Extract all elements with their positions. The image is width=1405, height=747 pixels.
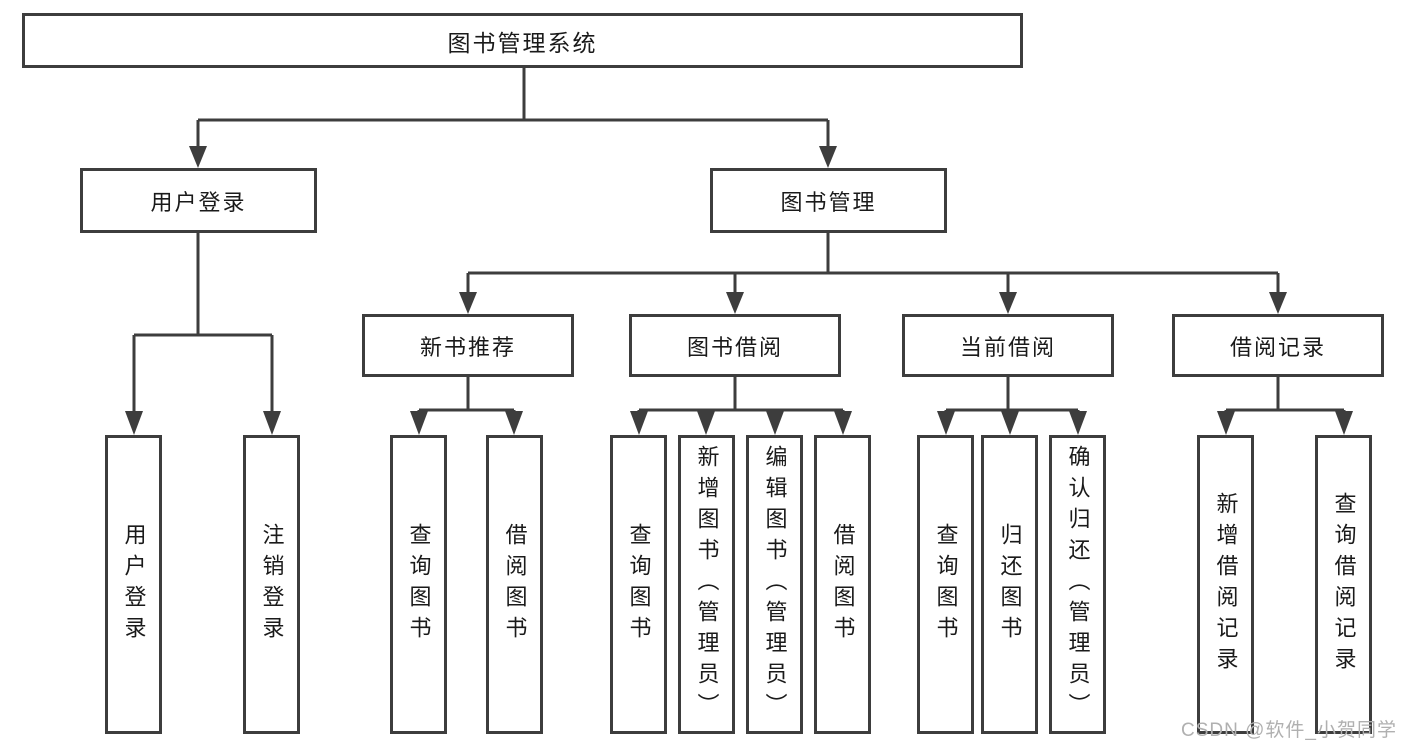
leaf-label: 查询图书 xyxy=(406,522,432,647)
node-library-management-system: 图书管理系统 xyxy=(22,13,1023,68)
leaf-label: 借阅图书 xyxy=(502,522,528,647)
leaf-user-login: 用户登录 xyxy=(105,435,162,734)
leaf-label: 编辑图书（管理员） xyxy=(762,445,788,724)
leaf-add-books-admin: 新增图书（管理员） xyxy=(678,435,735,734)
leaf-label: 注销登录 xyxy=(259,522,285,647)
leaf-add-borrow-record: 新增借阅记录 xyxy=(1197,435,1254,734)
node-label: 新书推荐 xyxy=(419,334,516,360)
node-label: 当前借阅 xyxy=(959,334,1056,360)
leaf-label: 查询图书 xyxy=(933,522,959,647)
leaf-borrow-books: 借阅图书 xyxy=(814,435,871,734)
leaf-label: 查询借阅记录 xyxy=(1331,491,1357,678)
node-current-borrowing: 当前借阅 xyxy=(902,314,1114,377)
node-label: 图书管理 xyxy=(780,189,877,215)
leaf-query-books: 查询图书 xyxy=(917,435,974,734)
leaf-query-books: 查询图书 xyxy=(390,435,447,734)
leaf-label: 确认归还（管理员） xyxy=(1065,445,1091,724)
csdn-watermark: CSDN @软件_小贺同学 xyxy=(1181,720,1397,741)
leaf-label: 借阅图书 xyxy=(830,522,856,647)
node-label: 用户登录 xyxy=(150,189,247,215)
node-user-login: 用户登录 xyxy=(80,168,317,233)
node-book-management: 图书管理 xyxy=(710,168,947,233)
leaf-edit-books-admin: 编辑图书（管理员） xyxy=(746,435,803,734)
arrow-heads xyxy=(125,146,1353,435)
node-label: 借阅记录 xyxy=(1229,334,1326,360)
leaf-label: 归还图书 xyxy=(997,522,1023,647)
leaf-confirm-return-admin: 确认归还（管理员） xyxy=(1049,435,1106,734)
leaf-label: 新增图书（管理员） xyxy=(694,445,720,724)
leaf-logout: 注销登录 xyxy=(243,435,300,734)
leaf-label: 新增借阅记录 xyxy=(1213,491,1239,678)
node-new-book-recommendation: 新书推荐 xyxy=(362,314,574,377)
leaf-label: 查询图书 xyxy=(626,522,652,647)
node-label: 图书借阅 xyxy=(686,334,783,360)
node-label: 图书管理系统 xyxy=(447,29,598,56)
node-book-borrowing: 图书借阅 xyxy=(629,314,841,377)
leaf-borrow-books: 借阅图书 xyxy=(486,435,543,734)
leaf-label: 用户登录 xyxy=(121,522,147,647)
node-borrowing-records: 借阅记录 xyxy=(1172,314,1384,377)
leaf-query-borrow-record: 查询借阅记录 xyxy=(1315,435,1372,734)
leaf-return-books: 归还图书 xyxy=(981,435,1038,734)
leaf-query-books: 查询图书 xyxy=(610,435,667,734)
